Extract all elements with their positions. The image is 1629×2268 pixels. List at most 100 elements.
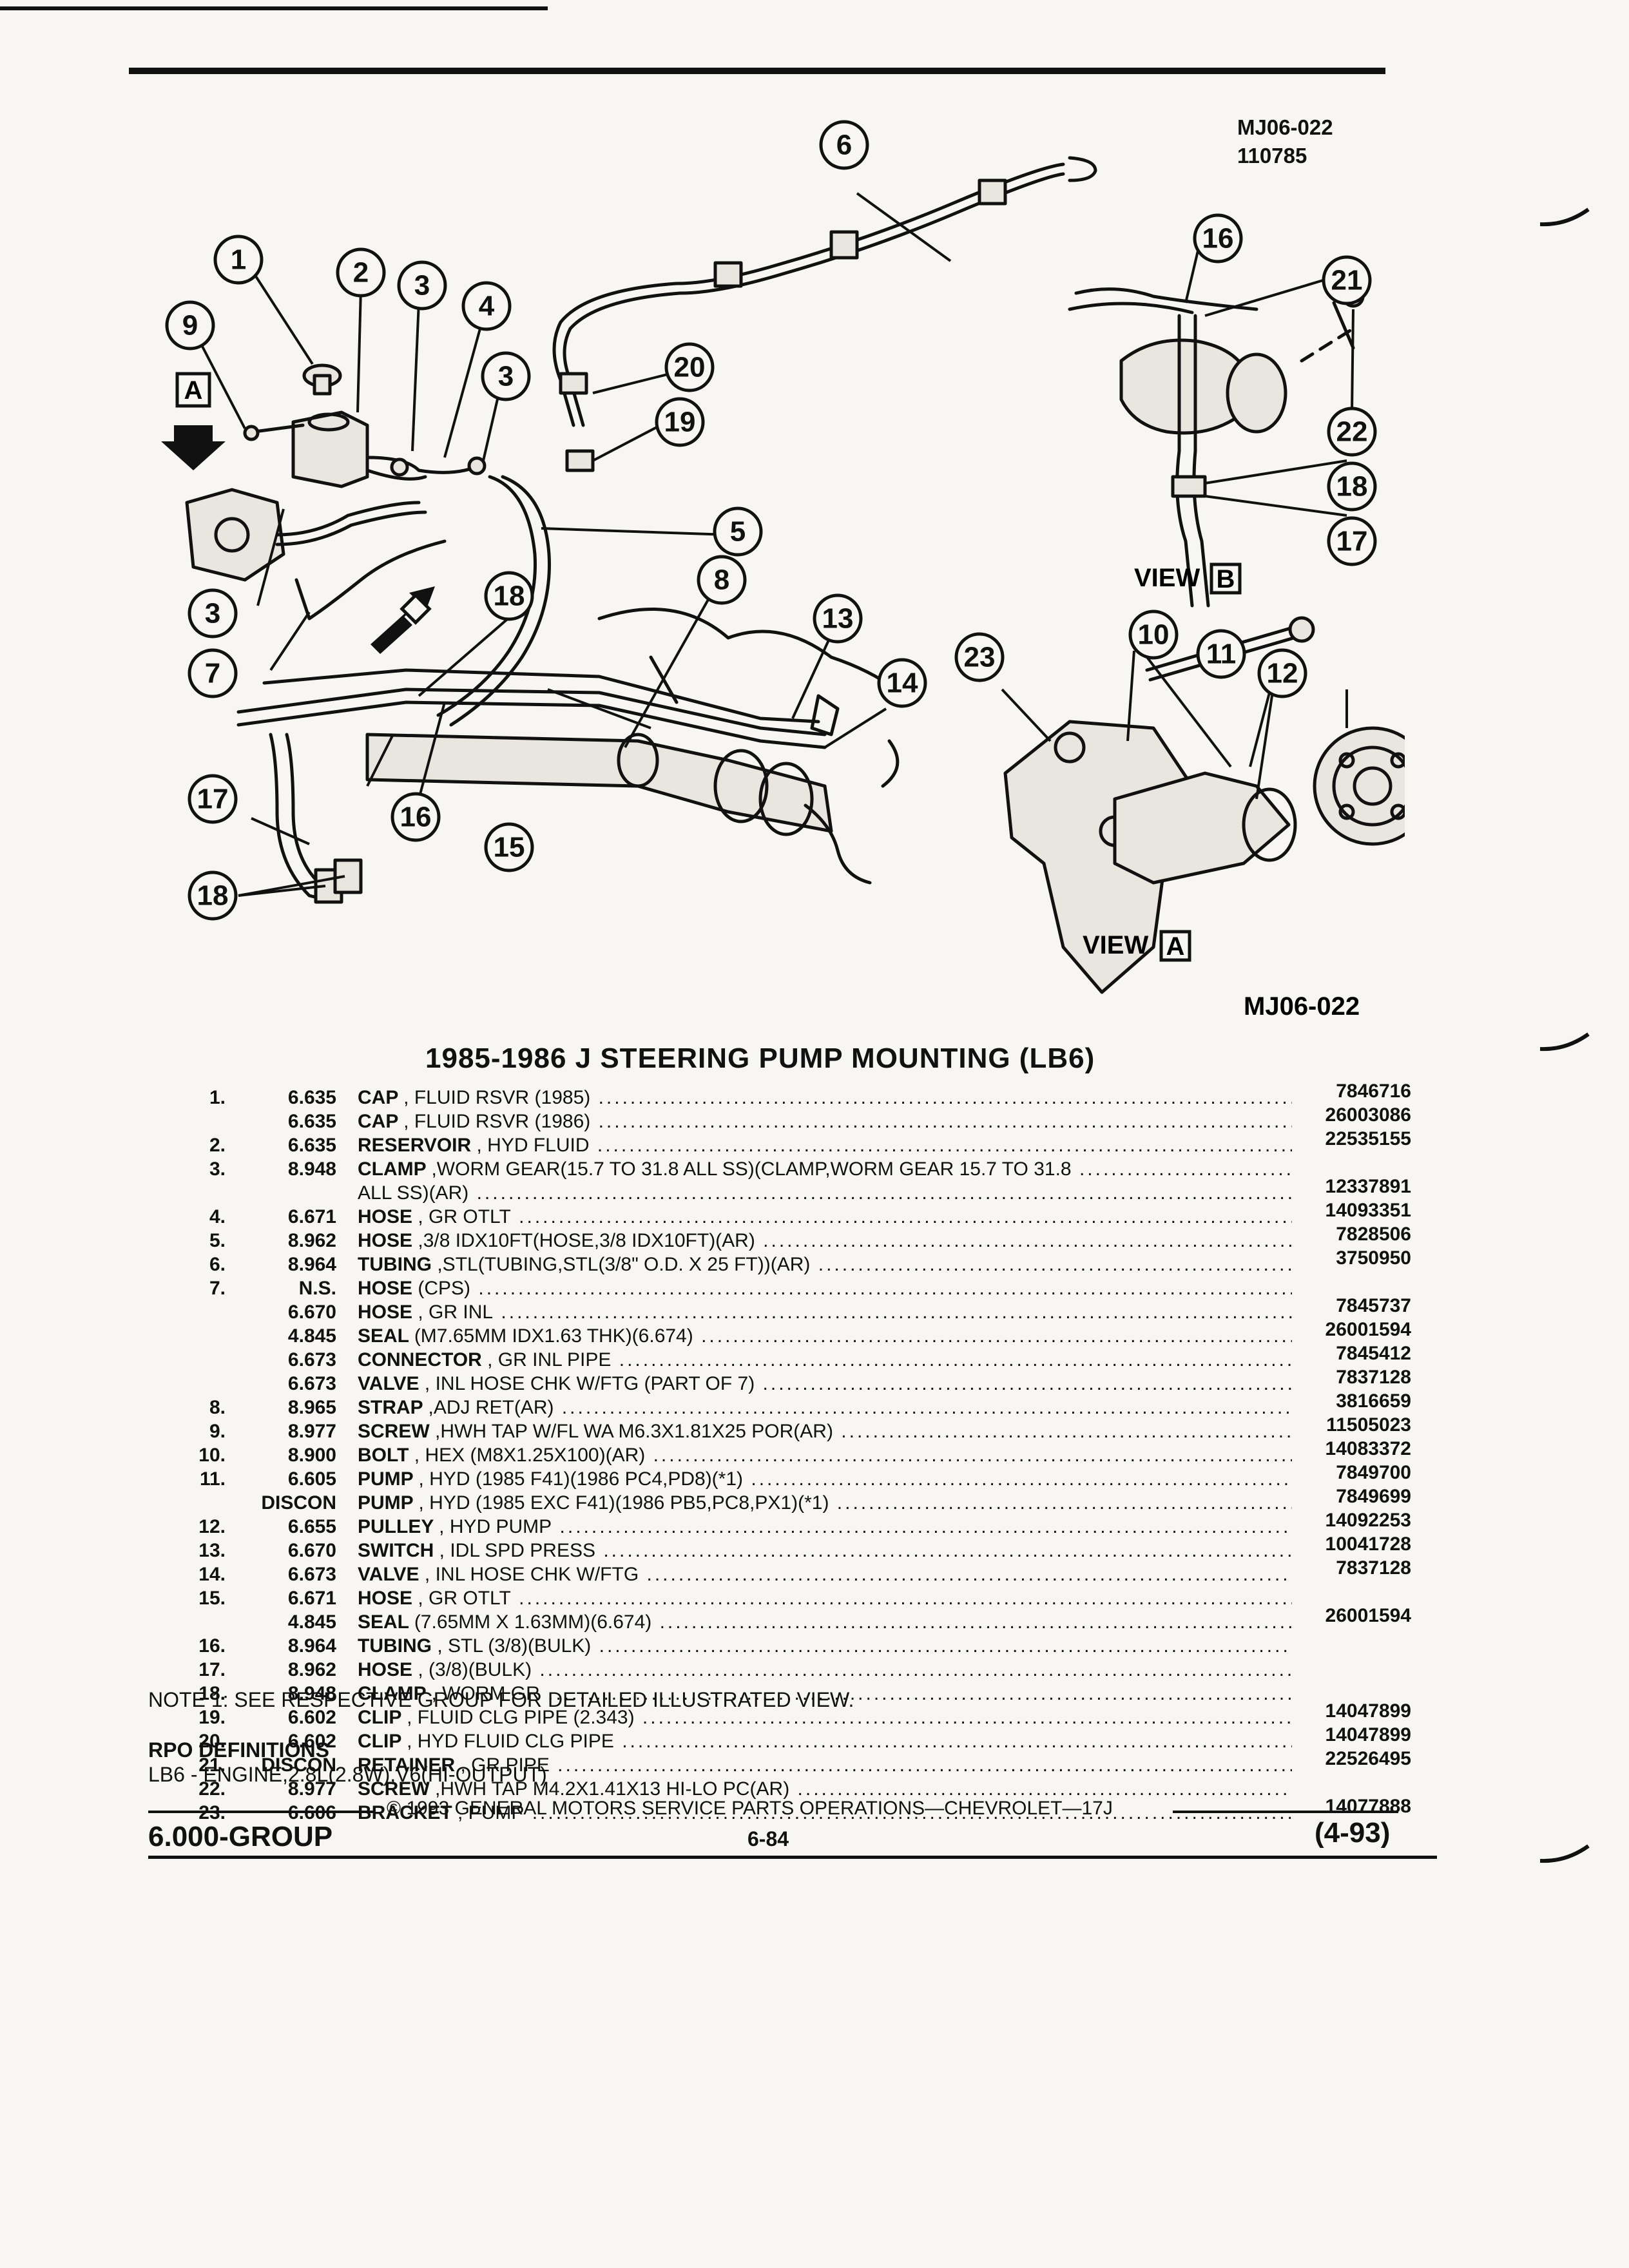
part-detail: , HYD (1985 F41)(1986 PC4,PD8)(*1) [418, 1468, 744, 1490]
svg-text:A: A [1166, 932, 1185, 961]
table-row: 18. 8.948 CLAMP , WORM GR ................… [148, 1682, 1411, 1706]
callout-4: 4 [461, 281, 512, 331]
svg-text:21: 21 [1331, 265, 1363, 296]
svg-text:23: 23 [964, 642, 996, 673]
item-number: 17. [198, 1659, 226, 1680]
group-number: 8.962 [287, 1230, 336, 1251]
part-name: PUMP [358, 1468, 414, 1490]
callout-18-a: 18 [484, 571, 534, 621]
part-detail: , FLUID CLG PIPE (2.343) [407, 1707, 635, 1728]
svg-text:8: 8 [714, 564, 729, 596]
margin-hole-mark-1 [1540, 207, 1590, 227]
part-number: 14093351 [1325, 1200, 1411, 1221]
part-description: SCREW ,HWH TAP M4.2X1.41X13 HI-LO PC(AR)… [358, 1777, 1292, 1801]
svg-text:B: B [1217, 565, 1235, 593]
group-number: DISCON [261, 1492, 336, 1514]
part-description: CLIP , FLUID CLG PIPE (2.343) ..........… [358, 1706, 1292, 1729]
revision-date: (4-93) [1315, 1817, 1391, 1849]
figure-code-bottom: MJ06-022 [1244, 992, 1360, 1021]
header-rule [129, 68, 1385, 74]
part-name: CLAMP [358, 1158, 427, 1180]
callout-20: 20 [664, 342, 715, 392]
view-b-indicator [371, 586, 435, 654]
item-number: 2. [209, 1135, 226, 1156]
part-number: 14047899 [1325, 1700, 1411, 1722]
callout-3-a: 3 [397, 260, 447, 311]
svg-text:6: 6 [836, 130, 852, 161]
part-name: VALVE [358, 1373, 419, 1394]
part-number: 26001594 [1325, 1605, 1411, 1626]
part-name: CAP [358, 1087, 398, 1108]
group-number: 6.635 [287, 1111, 336, 1132]
part-description: PUMP , HYD (1985 F41)(1986 PC4,PD8)(*1) … [358, 1467, 1292, 1491]
svg-text:3: 3 [498, 361, 514, 392]
part-detail: (7.65MM X 1.63MM)(6.674) [414, 1611, 652, 1633]
dot-leader: ........................................… [478, 1278, 1292, 1299]
group-number: 6.673 [287, 1349, 336, 1370]
part-detail: , FLUID RSVR (1986) [403, 1111, 591, 1132]
callout-10: 10 [1128, 610, 1179, 660]
rpo-definition: LB6 - ENGINE,2.8L(2.8W),V6(HI-OUTPUT) [148, 1763, 547, 1786]
svg-text:17: 17 [1336, 526, 1368, 557]
callout-3-c: 3 [188, 588, 238, 639]
dot-leader: ........................................… [1079, 1158, 1292, 1180]
group-number: 8.962 [287, 1659, 336, 1680]
callout-17-b: 17 [1327, 516, 1377, 566]
part-description: RESERVOIR , HYD FLUID ..................… [358, 1133, 1292, 1157]
part-name: CLAMP [358, 1683, 427, 1704]
group-label: 6.000-GROUP [148, 1821, 333, 1852]
pump-left-drawing [185, 488, 447, 620]
group-number: 6.671 [287, 1588, 336, 1609]
view-b-drawing [1068, 285, 1365, 608]
part-detail: , INL HOSE CHK W/FTG (PART OF 7) [424, 1373, 755, 1394]
part-name: HOSE [358, 1659, 413, 1680]
group-number: N.S. [298, 1278, 336, 1299]
group-number: 8.965 [287, 1397, 336, 1418]
part-number: 7845737 [1336, 1295, 1411, 1316]
part-description: HOSE , GR OTLT .........................… [358, 1586, 1292, 1610]
part-detail: , WORM GR [431, 1683, 540, 1704]
item-number: 13. [198, 1540, 226, 1561]
margin-hole-mark-3 [1540, 1844, 1590, 1863]
part-description: VALVE , INL HOSE CHK W/FTG (PART OF 7) .… [358, 1372, 1292, 1396]
figure-date: 110785 [1237, 144, 1307, 168]
part-number: 22526495 [1325, 1748, 1411, 1769]
dot-leader: ........................................… [501, 1302, 1292, 1323]
svg-text:3: 3 [414, 270, 430, 302]
part-description: TUBING , STL (3/8)(BULK) ...............… [358, 1634, 1292, 1658]
svg-text:4: 4 [479, 291, 495, 322]
svg-text:10: 10 [1138, 619, 1170, 651]
group-number: 8.948 [287, 1683, 336, 1704]
dot-leader: ........................................… [619, 1349, 1292, 1370]
svg-text:16: 16 [1202, 223, 1234, 255]
svg-text:20: 20 [674, 352, 706, 383]
top-edge-rule [0, 6, 548, 10]
group-number: 8.964 [287, 1254, 336, 1275]
part-detail: ,3/8 IDX10FT(HOSE,3/8 IDX10FT)(AR) [418, 1230, 755, 1251]
svg-text:16: 16 [400, 802, 432, 833]
part-detail: , STL (3/8)(BULK) [437, 1635, 592, 1657]
part-number: 7845412 [1336, 1343, 1411, 1364]
dot-leader: ........................................… [642, 1707, 1292, 1728]
callout-16-b: 16 [1193, 213, 1243, 264]
item-number: 1. [209, 1087, 226, 1108]
part-description: CLAMP , WORM GR ........................… [358, 1682, 1292, 1706]
part-name: PUMP [358, 1492, 414, 1514]
svg-text:18: 18 [197, 880, 229, 912]
group-number: 8.977 [287, 1421, 336, 1442]
item-number: 18. [198, 1683, 226, 1704]
part-name: SCREW [358, 1421, 430, 1442]
part-detail: , GR PIPE [460, 1754, 550, 1776]
part-name: CLIP [358, 1707, 401, 1728]
part-description: HOSE (CPS) .............................… [358, 1276, 1292, 1300]
reservoir-drawing [243, 363, 487, 488]
group-underline [148, 1856, 1437, 1859]
